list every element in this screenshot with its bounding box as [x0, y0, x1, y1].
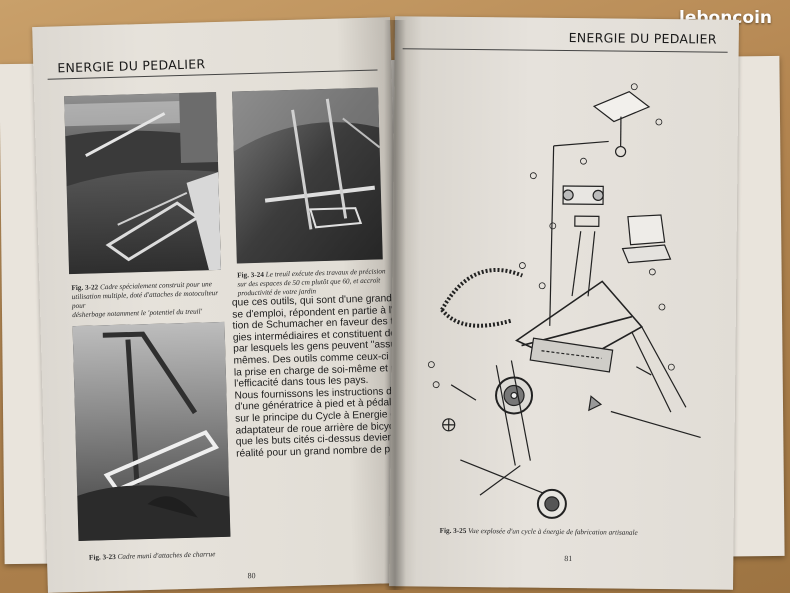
- fig-3-22-label: Fig. 3-22: [71, 283, 99, 293]
- fig-3-25-label: Fig. 3-25: [439, 526, 467, 535]
- left-page: ENERGIE DU PEDALIER Fig. 3-22: [32, 17, 406, 593]
- right-page-header: ENERGIE DU PEDALIER: [568, 30, 717, 47]
- right-header-rule: [402, 48, 728, 53]
- book-gutter-shadow: [384, 20, 406, 590]
- fig-3-25-exploded-view-drawing: [400, 64, 725, 522]
- fig-3-22-photo: [64, 91, 222, 275]
- fig-3-23-label: Fig. 3-23: [88, 552, 116, 562]
- fig-3-22-caption: Fig. 3-22 Cadre spécialement construit p…: [71, 280, 224, 320]
- right-page-number: 81: [564, 554, 573, 564]
- fig-3-25-caption-text: Vue explosée d'un cycle à énergie de fab…: [468, 527, 638, 537]
- right-page: ENERGIE DU PEDALIER: [389, 16, 739, 590]
- fig-3-23-caption: Fig. 3-23 Cadre muni d'attaches de charr…: [89, 549, 249, 562]
- fig-3-25-caption: Fig. 3-25 Vue explosée d'un cycle à éner…: [440, 527, 730, 539]
- left-page-number: 80: [247, 571, 256, 581]
- fig-3-23-photo: [72, 321, 231, 542]
- fig-3-24-label: Fig. 3-24: [237, 270, 265, 280]
- left-page-header: ENERGIE DU PEDALIER: [57, 56, 206, 76]
- fig-3-23-caption-text: Cadre muni d'attaches de charrue: [117, 550, 216, 561]
- fig-3-24-photo: [232, 87, 383, 264]
- left-page-body-text: que ces outils, qui sont d'une grande so…: [232, 292, 406, 460]
- fig-3-22-caption-line-3: désherbage notamment le 'potentiel du tr…: [72, 307, 203, 320]
